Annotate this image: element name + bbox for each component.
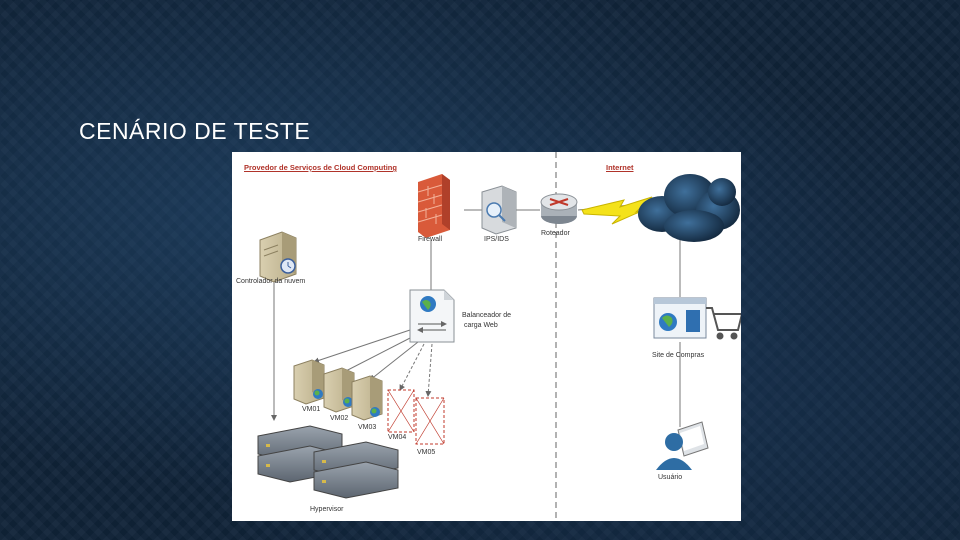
firewall-icon	[417, 174, 450, 238]
user-icon	[656, 421, 709, 470]
vm04-placeholder-icon	[387, 389, 415, 433]
zone-label-internet: Internet	[606, 163, 634, 172]
hypervisor-label: Hypervisor	[310, 506, 344, 513]
vm03-label: VM03	[358, 424, 377, 431]
network-diagram: Provedor de Serviços de Cloud Computing …	[232, 152, 741, 521]
shopping-site-icon	[653, 297, 707, 339]
vm04-label: VM04	[388, 434, 407, 441]
vm02-label: VM02	[330, 415, 349, 422]
router-icon	[540, 193, 578, 224]
vm02-icon	[323, 367, 355, 413]
firewall-label: Firewall	[418, 236, 443, 243]
vm05-placeholder-icon	[415, 397, 445, 445]
zone-label-provider: Provedor de Serviços de Cloud Computing	[244, 163, 397, 172]
connection-lines	[271, 203, 681, 427]
diagram-graphics	[257, 152, 741, 521]
ips-ids-label: IPS/IDS	[484, 236, 509, 243]
balancer-label-line2: carga Web	[464, 322, 498, 329]
slide-title: CENÁRIO DE TESTE	[79, 118, 311, 144]
controller-label: Controlador da nuvem	[236, 278, 306, 285]
load-balancer-icon	[409, 289, 455, 343]
user-label: Usuário	[658, 474, 683, 481]
internet-cloud-icon	[638, 174, 740, 242]
ips-ids-icon	[481, 185, 517, 235]
cloud-controller-icon	[259, 231, 297, 283]
balancer-label-line1: Balanceador de	[462, 312, 512, 319]
router-label: Roteador	[541, 230, 570, 237]
vm01-label: VM01	[302, 406, 321, 413]
shop-label: Site de Compras	[652, 352, 705, 359]
vm05-label: VM05	[417, 449, 436, 456]
vm03-icon	[351, 375, 383, 421]
vm01-icon	[293, 359, 325, 405]
hypervisor-icon	[257, 425, 399, 499]
shopping-cart-icon	[706, 307, 741, 340]
